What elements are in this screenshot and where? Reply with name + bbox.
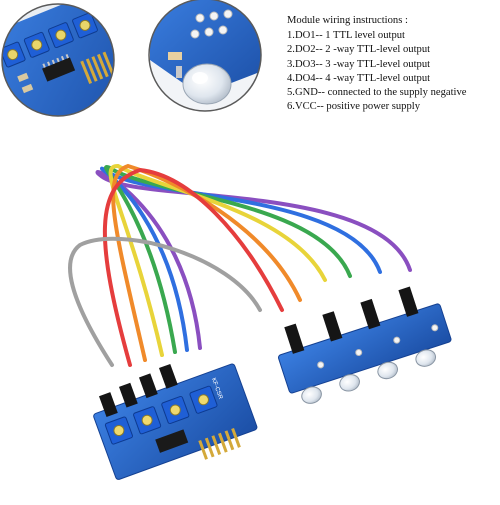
zoom-circle-board — [1, 3, 115, 117]
instruction-line: 6.VCC-- positive power supply — [287, 101, 421, 113]
board-chip — [155, 429, 189, 453]
instruction-line: 1.DO1-- 1 TTL level output — [287, 30, 405, 42]
instruction-line: 5.GND-- connected to the supply negative — [287, 87, 467, 99]
zoom-circle-led — [148, 0, 262, 112]
instructions-heading: Module wiring instructions : — [287, 15, 408, 26]
ribbon-cable — [68, 163, 412, 367]
wiring-instructions: Module wiring instructions : 1.DO1-- 1 T… — [287, 14, 497, 114]
board-header-connectors — [98, 363, 178, 417]
board-potentiometers — [104, 385, 218, 445]
control-board: KF-CSR — [93, 363, 258, 480]
instruction-line: 2.DO2-- 2 -way TTL-level output — [287, 44, 431, 56]
zoom-led-lens — [176, 63, 232, 105]
sensor-leds — [301, 349, 437, 404]
sensor-strip — [278, 286, 452, 404]
sensor-connectors — [284, 286, 419, 354]
board-pin-header — [198, 428, 241, 460]
instruction-line: 3.DO3-- 3 -way TTL-level output — [287, 58, 431, 70]
zoom-potentiometers — [2, 12, 114, 94]
instruction-line: 4.DO4-- 4 -way TTL-level output — [287, 72, 431, 84]
